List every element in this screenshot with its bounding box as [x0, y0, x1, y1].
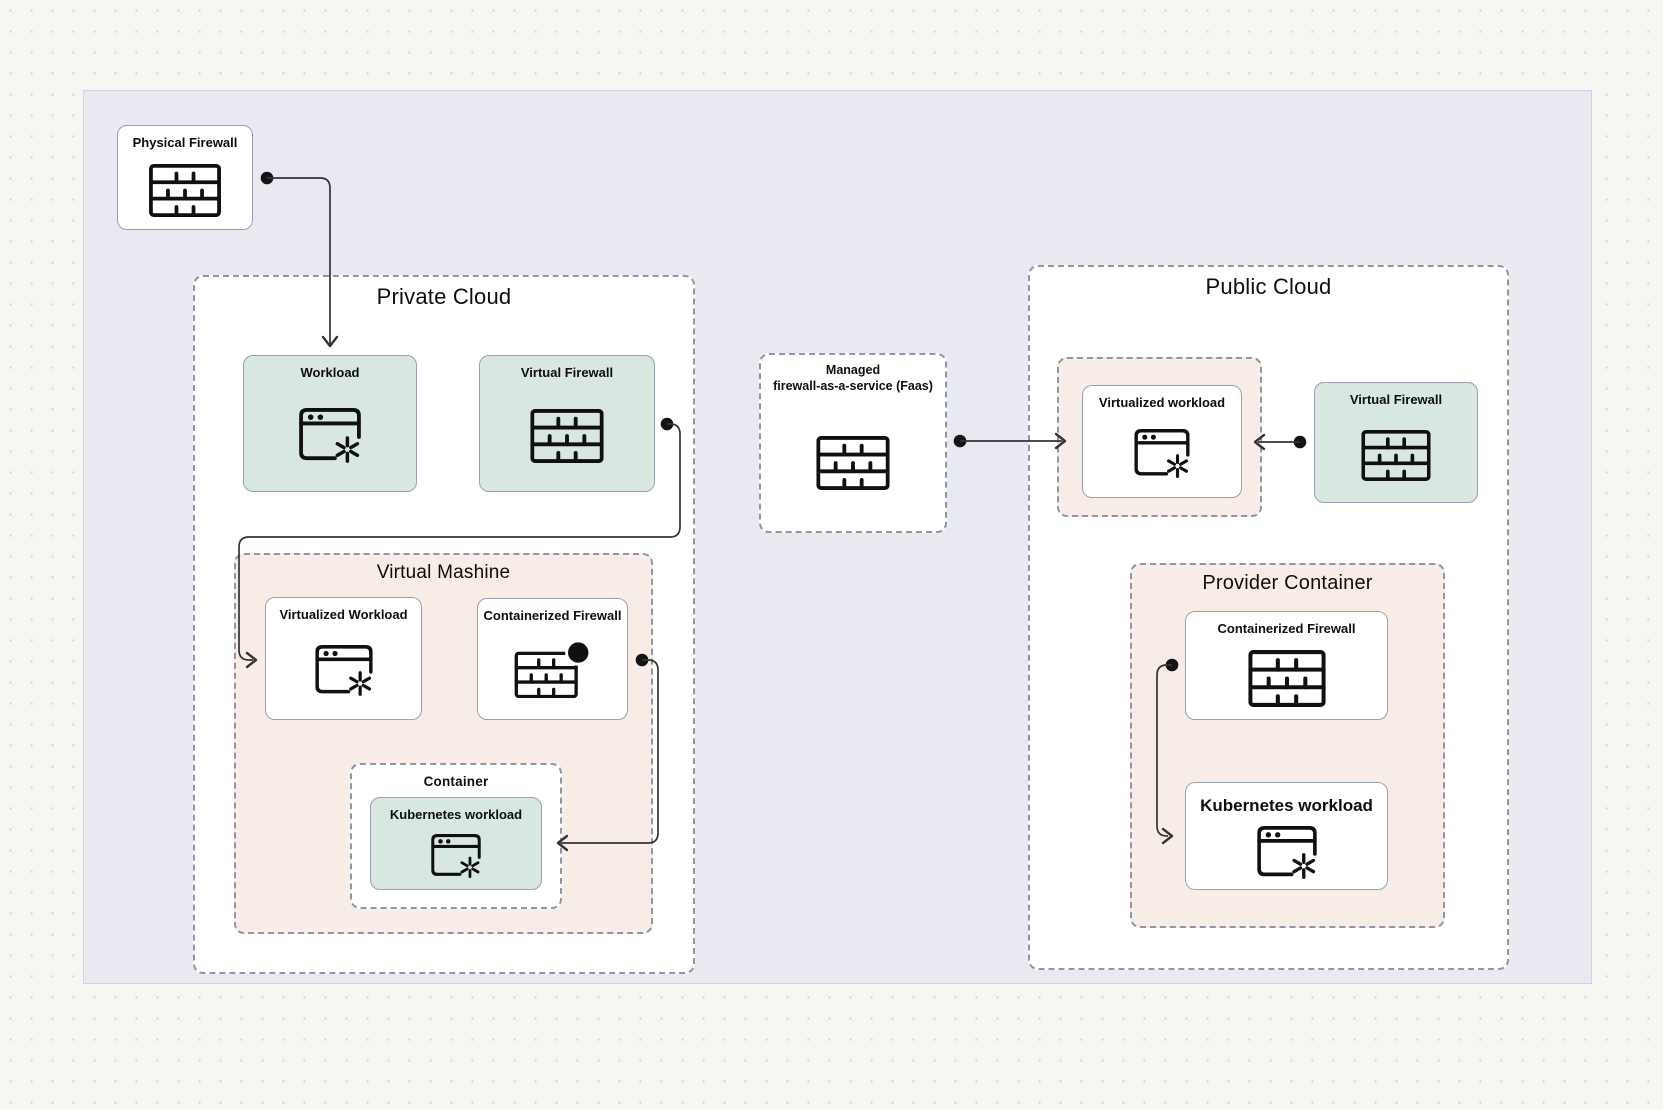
app-window-asterisk-icon — [431, 834, 481, 879]
node-label: Kubernetes workload — [1200, 796, 1373, 815]
firewall-brick-icon — [530, 409, 604, 463]
private-cloud-title: Private Cloud — [376, 284, 512, 309]
app-window-asterisk-icon — [1257, 826, 1317, 880]
firewall-brick-badge-icon — [514, 639, 591, 698]
faas-label-line2: firewall-as-a-service (Faas) — [773, 378, 933, 393]
node-managed-faas[interactable]: Managed firewall-as-a-service (Faas) — [759, 353, 947, 533]
node-virtual-firewall-public[interactable]: Virtual Firewall — [1314, 382, 1478, 503]
node-label: Managed firewall-as-a-service (Faas) — [769, 363, 937, 394]
node-label: Containerized Firewall — [1217, 621, 1356, 636]
public-cloud-title: Public Cloud — [1205, 274, 1332, 299]
app-window-asterisk-icon — [315, 645, 373, 697]
virtual-machine-title: Virtual Mashine — [376, 562, 511, 583]
app-window-asterisk-icon — [1134, 429, 1190, 479]
node-label: Workload — [300, 365, 360, 380]
firewall-brick-icon — [149, 164, 221, 217]
node-virtual-firewall-private[interactable]: Virtual Firewall — [479, 355, 655, 492]
node-label: Virtualized Workload — [279, 607, 408, 622]
node-label: Virtual Firewall — [1349, 392, 1443, 407]
node-containerized-firewall-public[interactable]: Containerized Firewall — [1185, 611, 1388, 720]
node-virtualized-workload-private[interactable]: Virtualized Workload — [265, 597, 422, 720]
node-label: Virtualized workload — [1098, 395, 1226, 410]
container-title: Container — [423, 774, 489, 789]
app-window-asterisk-icon — [299, 408, 361, 464]
node-kubernetes-workload-private[interactable]: Kubernetes workload — [370, 797, 542, 890]
node-kubernetes-workload-public[interactable]: Kubernetes workload — [1185, 782, 1388, 890]
node-label: Kubernetes workload — [389, 807, 523, 822]
node-label: Containerized Firewall — [483, 608, 622, 623]
node-workload[interactable]: Workload — [243, 355, 417, 492]
provider-container-title: Provider Container — [1202, 572, 1373, 594]
firewall-brick-icon — [816, 436, 890, 490]
node-containerized-firewall-private[interactable]: Containerized Firewall — [477, 598, 628, 720]
node-label: Virtual Firewall — [520, 365, 614, 380]
firewall-brick-icon — [1361, 430, 1431, 481]
faas-label-line1: Managed — [825, 363, 881, 377]
node-label: Physical Firewall — [132, 135, 238, 150]
node-virtualized-workload-public[interactable]: Virtualized workload — [1082, 385, 1242, 498]
node-physical-firewall[interactable]: Physical Firewall — [117, 125, 253, 230]
firewall-brick-icon — [1248, 650, 1326, 707]
